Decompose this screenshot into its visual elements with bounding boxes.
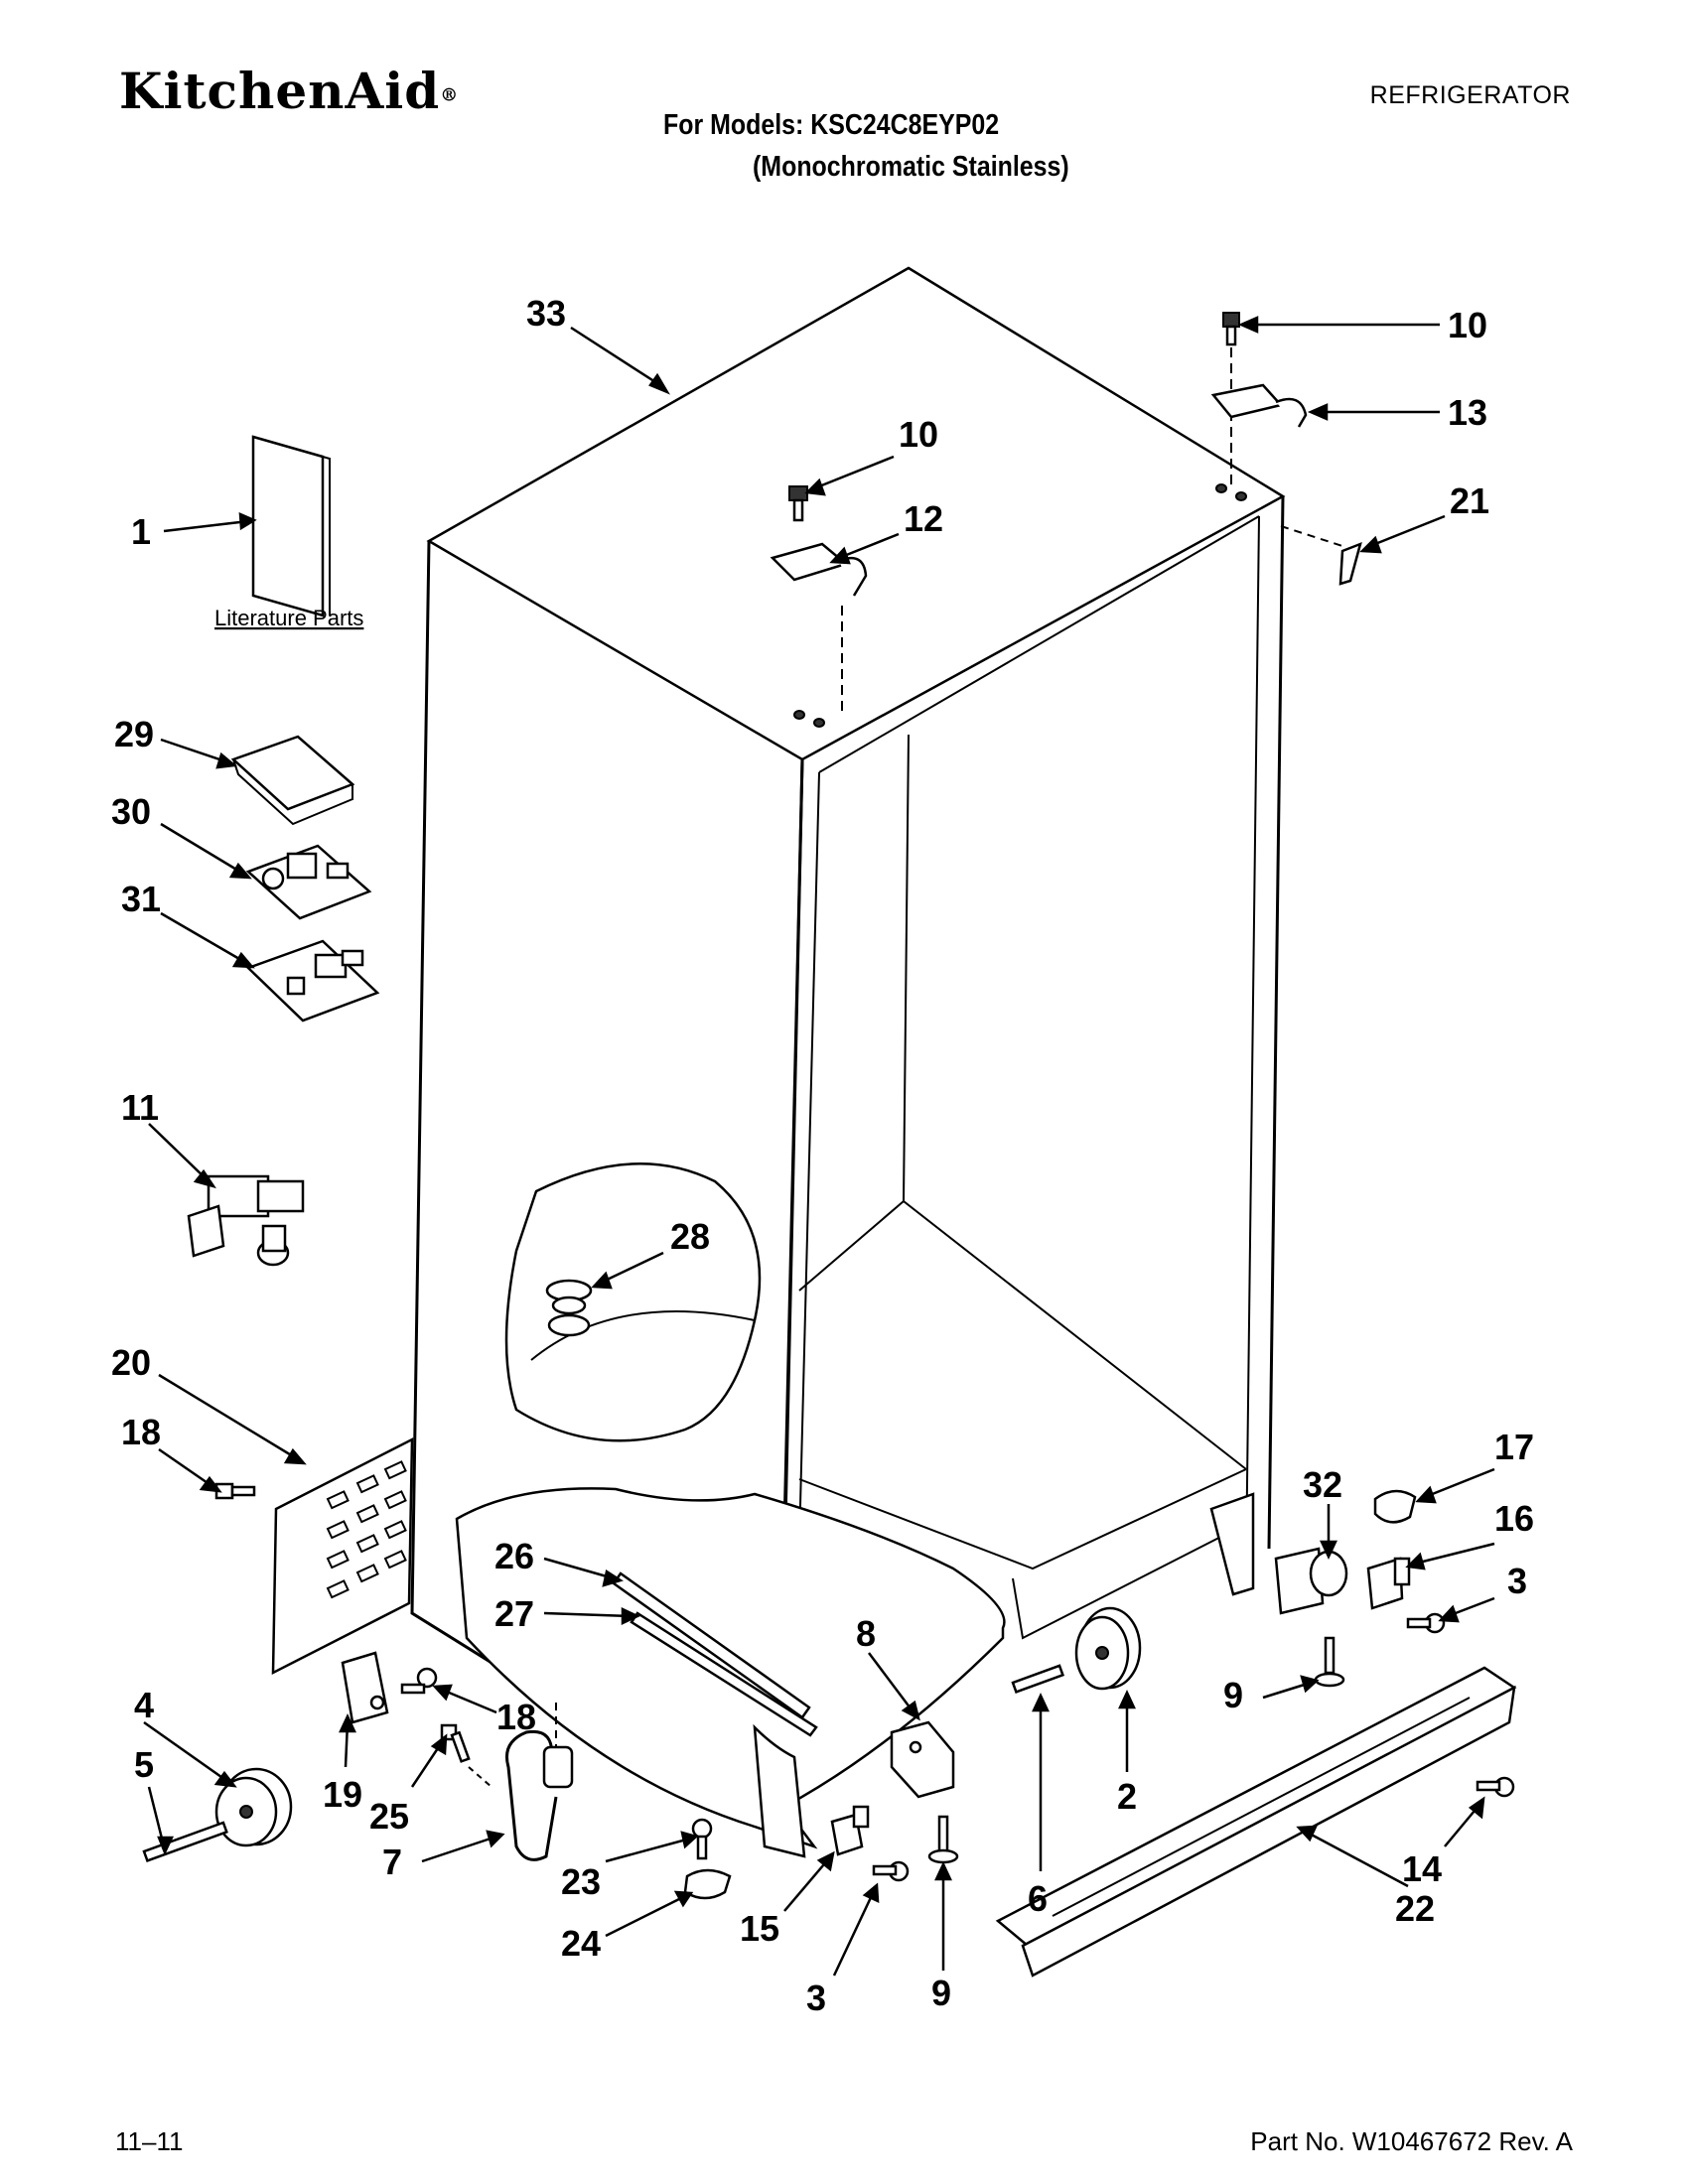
brand-logo: KitchenAid® — [119, 62, 460, 120]
callout-2: 2 — [1117, 1776, 1137, 1817]
wheel-part-4 — [214, 1767, 293, 1847]
cam-part-17 — [1373, 1489, 1417, 1524]
bracket-part-8 — [890, 1720, 955, 1799]
date-code: 11–11 — [115, 2126, 184, 2156]
callout-27: 27 — [494, 1593, 534, 1634]
callout-8: 8 — [856, 1613, 876, 1654]
screw-part-3-right — [1406, 1612, 1446, 1634]
control-board-part-30 — [245, 844, 372, 920]
callout-13: 13 — [1448, 392, 1487, 433]
wheel-part-2 — [1074, 1606, 1142, 1691]
callout-21: 21 — [1450, 480, 1489, 521]
axle-part-5 — [142, 1821, 228, 1862]
bracket-part-15 — [830, 1805, 870, 1856]
access-panel-part-20 — [271, 1436, 414, 1676]
callout-24: 24 — [561, 1923, 601, 1964]
callout-23: 23 — [561, 1861, 601, 1902]
callout-3-right: 3 — [1507, 1561, 1527, 1601]
grommet-part-28 — [545, 1279, 593, 1337]
hinge-part-32 — [1274, 1547, 1348, 1615]
drain-tube-part-7 — [505, 1703, 574, 1861]
water-valve-part-11 — [187, 1174, 305, 1267]
callout-18-left: 18 — [121, 1412, 161, 1452]
callout-18-lower: 18 — [496, 1697, 536, 1737]
screw-part-25 — [440, 1723, 492, 1788]
callout-6: 6 — [1028, 1878, 1048, 1919]
top-hinge-assembly — [1210, 312, 1308, 501]
callout-15: 15 — [740, 1908, 779, 1949]
cam-part-24 — [683, 1868, 732, 1900]
callout-10-top: 10 — [1448, 305, 1487, 345]
callout-31: 31 — [121, 879, 161, 919]
callout-32: 32 — [1303, 1464, 1342, 1505]
screw-part-18 — [214, 1482, 256, 1500]
callout-17: 17 — [1494, 1427, 1534, 1467]
screw-part-3-lower — [872, 1860, 910, 1882]
part-number: Part No. W10467672 Rev. A — [1250, 2126, 1573, 2156]
hinge-part-13 — [1210, 383, 1284, 419]
callout-16: 16 — [1494, 1498, 1534, 1539]
callout-14: 14 — [1402, 1848, 1442, 1889]
screw-part-18-lower — [400, 1667, 438, 1695]
callout-11: 11 — [121, 1087, 159, 1128]
callout-22: 22 — [1395, 1888, 1435, 1929]
callout-19: 19 — [323, 1774, 362, 1815]
leveler-part-9-right — [1314, 1636, 1345, 1688]
callout-9-lower: 9 — [931, 1973, 951, 2013]
bracket-part-16 — [1366, 1557, 1411, 1610]
screw-part-23 — [691, 1818, 713, 1860]
control-board-part-31 — [245, 939, 380, 1023]
callout-7: 7 — [382, 1842, 402, 1882]
variant-line: (Monochromatic Stainless) — [753, 151, 1069, 183]
appliance-category: REFRIGERATOR — [1369, 81, 1571, 109]
callout-26: 26 — [494, 1536, 534, 1576]
callout-9-right: 9 — [1223, 1675, 1243, 1715]
callout-1: 1 — [131, 511, 151, 552]
side-cutaway — [504, 1161, 762, 1442]
callout-5: 5 — [134, 1744, 154, 1785]
module-part-29 — [230, 735, 355, 826]
clip-part-21 — [1280, 525, 1362, 586]
axle-part-6 — [1011, 1664, 1065, 1694]
leader-lines — [143, 316, 1495, 1977]
literature-label: Literature Parts — [214, 606, 363, 630]
callout-20: 20 — [111, 1342, 151, 1383]
callout-12: 12 — [904, 498, 943, 539]
literature-part-1 — [251, 435, 331, 617]
callout-4: 4 — [134, 1685, 154, 1725]
callout-33: 33 — [526, 293, 566, 334]
callout-25: 25 — [369, 1796, 409, 1837]
callout-30: 30 — [111, 791, 151, 832]
callout-10-center: 10 — [899, 414, 938, 455]
models-line: For Models: KSC24C8EYP02 — [663, 109, 1000, 141]
leveler-part-9-lower — [927, 1815, 959, 1864]
callout-3-lower: 3 — [806, 1978, 826, 2018]
screw-part-14 — [1476, 1776, 1515, 1798]
callout-29: 29 — [114, 714, 154, 754]
bracket-part-19 — [341, 1651, 389, 1724]
rail-part-22 — [995, 1666, 1517, 1978]
callout-28: 28 — [670, 1216, 710, 1257]
